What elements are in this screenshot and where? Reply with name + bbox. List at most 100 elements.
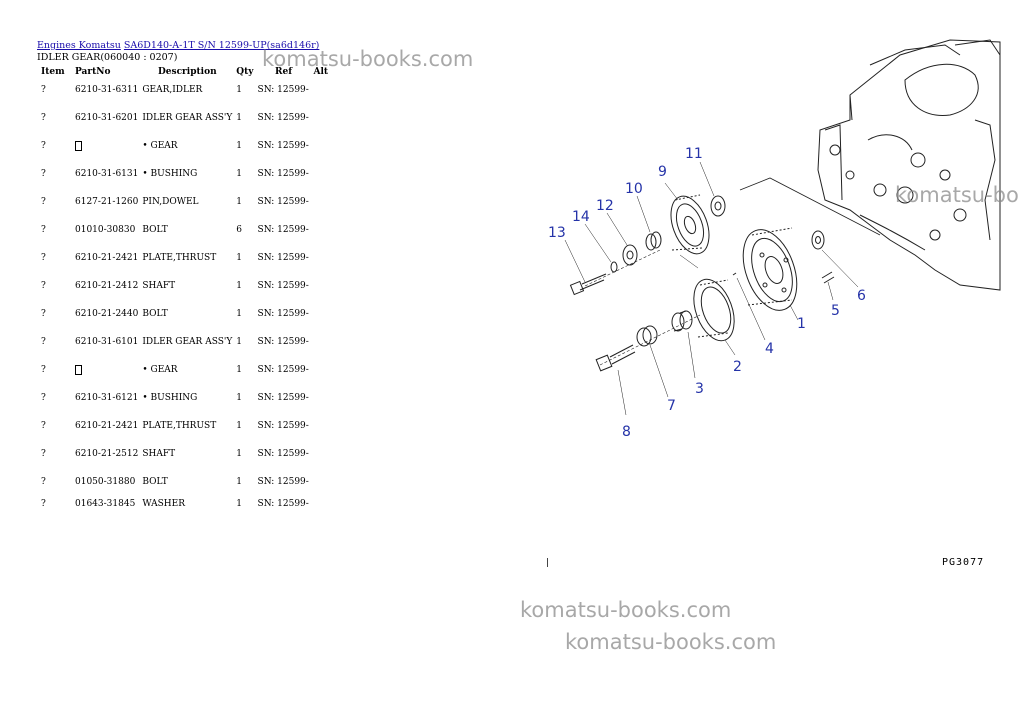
table-header-row: Item PartNo Description Qty Ref Alt xyxy=(37,64,332,83)
cell-ref: SN: 12599- xyxy=(257,393,309,403)
breadcrumb-link-engines[interactable]: Engines Komatsu xyxy=(37,40,121,51)
header-item: Item xyxy=(41,67,65,77)
header-alt: Alt xyxy=(313,67,329,77)
cell-item: ? xyxy=(41,365,46,375)
cell-description: SHAFT xyxy=(142,449,176,459)
cell-qty: 1 xyxy=(236,141,243,151)
callout-4: 4 xyxy=(765,341,774,357)
table-row: ? 6210-31-6121• BUSHING 1 SN: 12599- xyxy=(37,391,332,419)
callout-2: 2 xyxy=(733,359,742,375)
cell-item: ? xyxy=(41,253,46,263)
cell-qty: 1 xyxy=(236,337,243,347)
cell-description: WASHER xyxy=(142,499,186,509)
cell-alt xyxy=(312,475,332,497)
table-row: ? • GEAR 1 SN: 12599- xyxy=(37,139,332,167)
callout-13: 13 xyxy=(548,225,566,241)
header-description: Description xyxy=(157,67,217,77)
cell-alt xyxy=(312,335,332,363)
callout-6: 6 xyxy=(857,288,866,304)
cell-ref: SN: 12599- xyxy=(257,309,309,319)
cell-item: ? xyxy=(41,113,46,123)
cell-item: ? xyxy=(41,169,46,179)
cell-partno: 01010-30830 xyxy=(75,225,136,235)
cell-ref: SN: 12599- xyxy=(257,225,309,235)
cell-description: SHAFT xyxy=(142,281,176,291)
breadcrumb-link-model[interactable]: SA6D140-A-1T S/N 12599-UP(sa6d146r) xyxy=(123,40,320,51)
cell-ref: SN: 12599- xyxy=(257,169,309,179)
cell-item: ? xyxy=(41,421,46,431)
page-code: PG3077 xyxy=(942,557,985,568)
idler-gear-2-drawing xyxy=(693,278,735,342)
cell-alt xyxy=(312,363,332,391)
cell-item: ? xyxy=(41,281,46,291)
cell-partno: 6127-21-1260 xyxy=(75,197,139,207)
parts-table: Item PartNo Description Qty Ref Alt ?621… xyxy=(37,64,332,525)
cell-alt xyxy=(312,419,332,447)
header-ref: Ref xyxy=(274,67,293,77)
cell-item: ? xyxy=(41,225,46,235)
cell-ref: SN: 12599- xyxy=(257,141,309,151)
cell-qty: 1 xyxy=(236,253,243,263)
cell-alt xyxy=(312,223,332,251)
cell-partno: 6210-21-2421 xyxy=(75,421,139,431)
cell-description: • GEAR xyxy=(142,141,178,151)
callout-11: 11 xyxy=(685,146,703,162)
cell-ref: SN: 12599- xyxy=(257,477,309,487)
parts-diagram: 1 2 3 4 5 6 7 8 9 10 11 12 13 14 xyxy=(548,39,1001,440)
cell-partno: 6210-31-6121 xyxy=(75,393,139,403)
cell-alt xyxy=(312,195,332,223)
callout-7: 7 xyxy=(667,398,676,414)
engine-housing-drawing xyxy=(817,39,1001,291)
cell-ref: SN: 12599- xyxy=(257,499,309,509)
missing-glyph-icon xyxy=(75,141,82,151)
cell-qty: 1 xyxy=(236,85,243,95)
cell-ref: SN: 12599- xyxy=(257,113,309,123)
callout-9: 9 xyxy=(658,164,667,180)
cell-partno xyxy=(73,363,140,391)
cell-qty: 1 xyxy=(236,477,243,487)
header-partno: PartNo xyxy=(75,67,111,77)
cell-alt xyxy=(312,83,332,111)
cell-partno xyxy=(73,139,140,167)
cell-item: ? xyxy=(41,85,46,95)
cell-description: PIN,DOWEL xyxy=(142,197,199,207)
cell-item: ? xyxy=(41,393,46,403)
cell-description: BOLT xyxy=(142,477,168,487)
cell-item: ? xyxy=(41,141,46,151)
cell-item: ? xyxy=(41,449,46,459)
cell-partno: 01050-31880 xyxy=(75,477,136,487)
cell-alt xyxy=(312,251,332,279)
cell-ref: SN: 12599- xyxy=(257,253,309,263)
cell-qty: 1 xyxy=(236,309,243,319)
cell-ref: SN: 12599- xyxy=(257,365,309,375)
callout-8: 8 xyxy=(622,424,631,440)
cell-item: ? xyxy=(41,499,46,509)
watermark: komatsu-books.com xyxy=(520,598,732,622)
cell-description: GEAR,IDLER xyxy=(142,85,203,95)
missing-glyph-icon xyxy=(75,365,82,375)
cell-ref: SN: 12599- xyxy=(257,421,309,431)
cell-description: IDLER GEAR ASS'Y xyxy=(142,337,233,347)
cell-alt xyxy=(312,167,332,195)
diagram-callouts: 1 2 3 4 5 6 7 8 9 10 11 12 13 14 xyxy=(548,146,866,440)
cell-qty: 1 xyxy=(236,449,243,459)
cell-description: • BUSHING xyxy=(142,393,198,403)
callout-1: 1 xyxy=(797,316,806,332)
cell-partno: 6210-31-6101 xyxy=(75,337,139,347)
cell-qty: 1 xyxy=(236,393,243,403)
cell-qty: 1 xyxy=(236,281,243,291)
